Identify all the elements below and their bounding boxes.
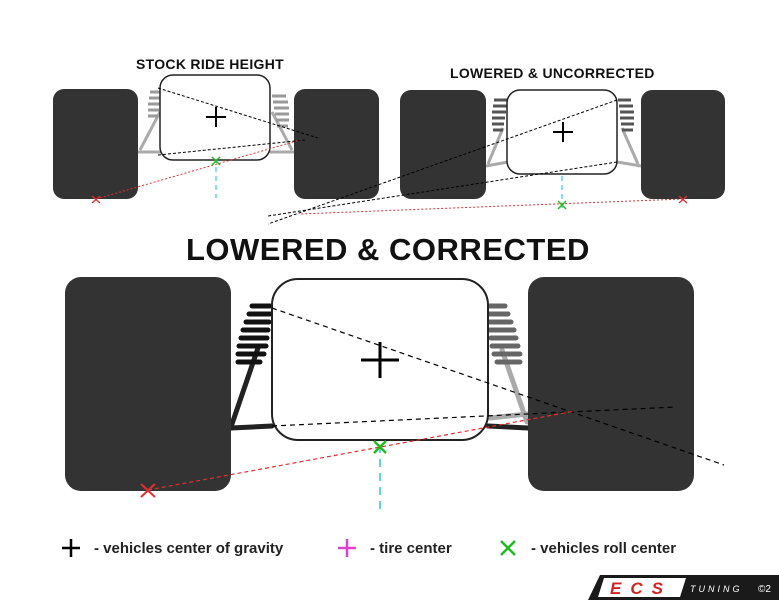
- legend-center-of-gravity: - vehicles center of gravity: [60, 536, 283, 560]
- logo-brand: ECS: [610, 579, 672, 598]
- roll-center-marker: [211, 156, 221, 166]
- lowered-uncorrected-title: LOWERED & UNCORRECTED: [450, 65, 655, 81]
- lowered-uncorrected-panel: [267, 89, 725, 225]
- tire-contact-marker: [140, 483, 156, 498]
- legend-tire-center: - tire center: [336, 536, 452, 560]
- left-tire: [53, 89, 138, 199]
- lowered-corrected-panel: [65, 277, 725, 515]
- right-tire: [294, 89, 379, 199]
- coil-spring: [486, 303, 523, 365]
- center-of-gravity-marker: [206, 107, 226, 127]
- black-plus-icon: [62, 539, 80, 557]
- coil-spring: [492, 98, 507, 132]
- roll-center-line: [147, 410, 576, 491]
- lowered-corrected-title: LOWERED & CORRECTED: [186, 232, 590, 267]
- lower-arm-geometry-line: [267, 161, 618, 217]
- center-of-gravity-marker: [361, 342, 399, 378]
- legend-roll-center-label: - vehicles roll center: [531, 539, 677, 557]
- stock-ride-height-title: STOCK RIDE HEIGHT: [136, 56, 284, 72]
- roll-center-line: [299, 198, 684, 215]
- right-tire: [528, 277, 694, 491]
- coil-spring: [148, 90, 161, 118]
- roll-center-line: [95, 139, 301, 200]
- upper-arm-geometry-line: [157, 87, 319, 139]
- logo-copyright: ©2: [758, 584, 771, 595]
- coil-spring: [618, 98, 634, 132]
- tire-contact-marker: [678, 195, 688, 204]
- tire-contact-marker: [91, 195, 101, 204]
- right-tire: [641, 90, 725, 199]
- roll-center-marker: [373, 440, 387, 454]
- ecs-tuning-logo: ECS TUNING ©2: [588, 575, 779, 600]
- legend-center-of-gravity-label: - vehicles center of gravity: [94, 539, 284, 557]
- center-of-gravity-marker: [553, 122, 573, 142]
- stock-ride-height-panel: [53, 74, 379, 204]
- upper-arm-geometry-line: [271, 307, 725, 466]
- coil-spring: [272, 94, 289, 128]
- upper-arm-geometry-line: [267, 99, 618, 225]
- left-tire: [400, 90, 486, 199]
- left-tire: [65, 277, 231, 491]
- control-arm: [485, 127, 642, 168]
- roll-center-marker: [557, 200, 567, 210]
- lower-arm-geometry-line: [271, 406, 677, 427]
- magenta-plus-icon: [338, 539, 356, 557]
- green-x-icon: [500, 540, 516, 556]
- legend-tire-center-label: - tire center: [370, 539, 452, 557]
- legend-roll-center: - vehicles roll center: [497, 536, 676, 560]
- logo-tagline: TUNING: [690, 584, 743, 594]
- coil-spring: [235, 303, 273, 365]
